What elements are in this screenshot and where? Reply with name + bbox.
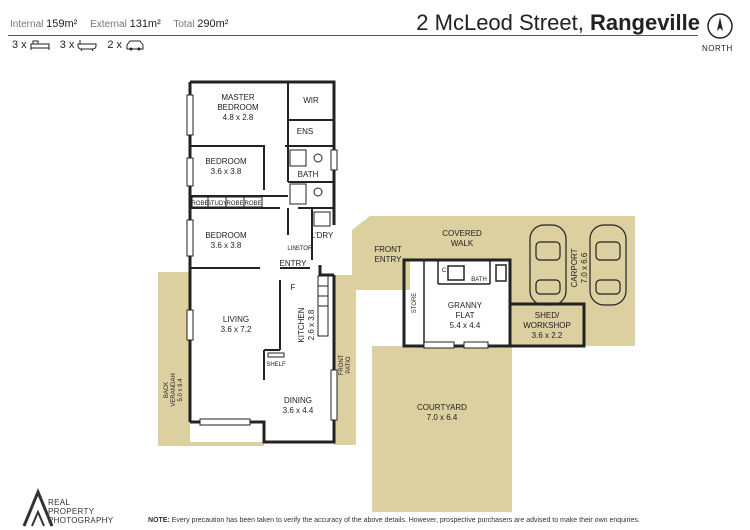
carport-cars (529, 224, 627, 306)
note-label: NOTE: (148, 517, 170, 524)
note-text: Every precaution has been taken to verif… (171, 517, 640, 524)
floor-plan: MASTER BEDROOM 4.8 x 2.8 WIR ENS BEDROOM… (158, 80, 635, 512)
living-dim: 3.6 x 7.2 (221, 325, 252, 334)
address-street: 2 McLeod Street, (416, 10, 584, 35)
shed-name2: WORKSHOP (523, 321, 571, 330)
shelf-label: SHELF (266, 362, 286, 368)
kitchen-dim: 2.6 x 3.8 (307, 309, 316, 340)
entry-label: ENTRY (280, 259, 308, 268)
carport-area (510, 216, 635, 346)
feature-summary: 3 x 3 x 2 x (12, 39, 151, 51)
shed-dim: 3.6 x 2.2 (532, 331, 563, 340)
covered-walk-label: COVERED (442, 229, 482, 238)
dining-name: DINING (284, 396, 312, 405)
bedrooms-count: 3 x (12, 39, 27, 51)
address: 2 McLeod Street, Rangeville (416, 10, 700, 36)
granny-flat-name: GRANNY (448, 301, 483, 310)
granny-bath-label: BATH (471, 277, 487, 283)
linen-label: LIN (287, 246, 296, 252)
total-value: 290m² (197, 18, 229, 30)
logo-text: REAL PROPERTY PHOTOGRAPHY (48, 498, 113, 525)
external-label: External (90, 19, 127, 30)
courtyard-name: COURTYARD (417, 403, 467, 412)
rpp-logo-icon (22, 488, 54, 527)
storage-label: STOR (296, 246, 313, 252)
robe-label-1: ROBE (191, 201, 208, 207)
windows (186, 94, 338, 426)
back-verandah-label2: VERANDAH (171, 373, 177, 406)
car-icon (126, 40, 144, 51)
granny-flat-name2: FLAT (456, 311, 475, 320)
header: Internal 159m² External 131m² Total 290m… (0, 0, 750, 70)
area-stats: Internal 159m² External 131m² Total 290m… (10, 18, 238, 30)
kitchen-bench (267, 275, 329, 358)
granny-c-label: C (442, 268, 447, 274)
courtyard-area (372, 346, 512, 512)
main-house-walls (188, 80, 336, 444)
bedroom2-name: BEDROOM (205, 157, 247, 166)
back-verandah-area (158, 272, 264, 446)
robe-row (191, 196, 263, 208)
bedroom2-dim: 3.6 x 3.8 (211, 167, 242, 176)
store-label: STORE (412, 293, 418, 314)
bedrooms-feature: 3 x (12, 39, 50, 51)
bath-label: BATH (298, 170, 319, 179)
carspaces-feature: 2 x (107, 39, 145, 51)
room-labels: MASTER BEDROOM 4.8 x 2.8 WIR ENS BEDROOM… (164, 93, 589, 422)
carport-dim: 7.0 x 6.6 (580, 252, 589, 283)
bedroom3-name: BEDROOM (205, 231, 247, 240)
north-label: NORTH (702, 44, 733, 53)
logo-line-1: REAL (48, 498, 71, 507)
total-label: Total (173, 19, 195, 30)
granny-windows (423, 341, 489, 349)
granny-flat-walls (402, 258, 586, 348)
header-divider (8, 35, 698, 36)
shed-name: SHED/ (535, 311, 560, 320)
fridge-label: F (291, 283, 296, 292)
kitchen-name: KITCHEN (297, 307, 306, 342)
front-patio-label2: PATIO (346, 356, 352, 373)
living-name: LIVING (223, 315, 249, 324)
back-verandah-dim: 5.0 x 9.4 (178, 378, 184, 402)
granny-flat-dim: 5.4 x 4.4 (450, 321, 481, 330)
compass-icon (707, 13, 733, 39)
front-patio-area (334, 275, 356, 445)
logo-line-2: PROPERTY (48, 507, 95, 516)
front-entry-label: FRONT (374, 245, 402, 254)
bedroom3-dim: 3.6 x 3.8 (211, 241, 242, 250)
courtyard-dim: 7.0 x 6.4 (427, 413, 458, 422)
carport-name: CARPORT (570, 248, 579, 287)
dining-dim: 3.6 x 4.4 (283, 406, 314, 415)
front-patio-label: FRONT (339, 354, 345, 375)
laundry-label: L'DRY (311, 231, 334, 240)
robe-label-3: ROBE (244, 201, 261, 207)
main-house-interior-walls (190, 82, 334, 380)
covered-walk-label2: WALK (451, 239, 474, 248)
wir-label: WIR (303, 96, 319, 105)
carspaces-count: 2 x (107, 39, 123, 51)
front-entry-label2: ENTRY (375, 255, 403, 264)
external-value: 131m² (129, 18, 161, 30)
front-entry-area (352, 216, 410, 290)
robe-label-2: ROBE (226, 201, 243, 207)
granny-flat-interior (423, 260, 507, 346)
bathroom-fixtures (289, 149, 331, 227)
bed-icon (30, 40, 50, 50)
back-verandah-label: BACK (164, 382, 170, 398)
master-bedroom-name: MASTER (221, 93, 255, 102)
covered-walk-area (410, 216, 510, 260)
bath-icon (77, 40, 97, 51)
master-bedroom-dim: 4.8 x 2.8 (223, 113, 254, 122)
bathrooms-feature: 3 x (60, 39, 98, 51)
master-bedroom-name2: BEDROOM (217, 103, 259, 112)
ens-label: ENS (297, 127, 313, 136)
bathrooms-count: 3 x (59, 39, 75, 51)
internal-label: Internal (10, 19, 44, 30)
internal-value: 159m² (46, 18, 78, 30)
address-suburb: Rangeville (589, 10, 700, 35)
study-label: STUDY (207, 201, 227, 207)
logo-line-3: PHOTOGRAPHY (48, 516, 114, 525)
outdoor-areas (158, 216, 635, 512)
disclaimer-note: NOTE: Every precaution has been taken to… (148, 517, 640, 524)
